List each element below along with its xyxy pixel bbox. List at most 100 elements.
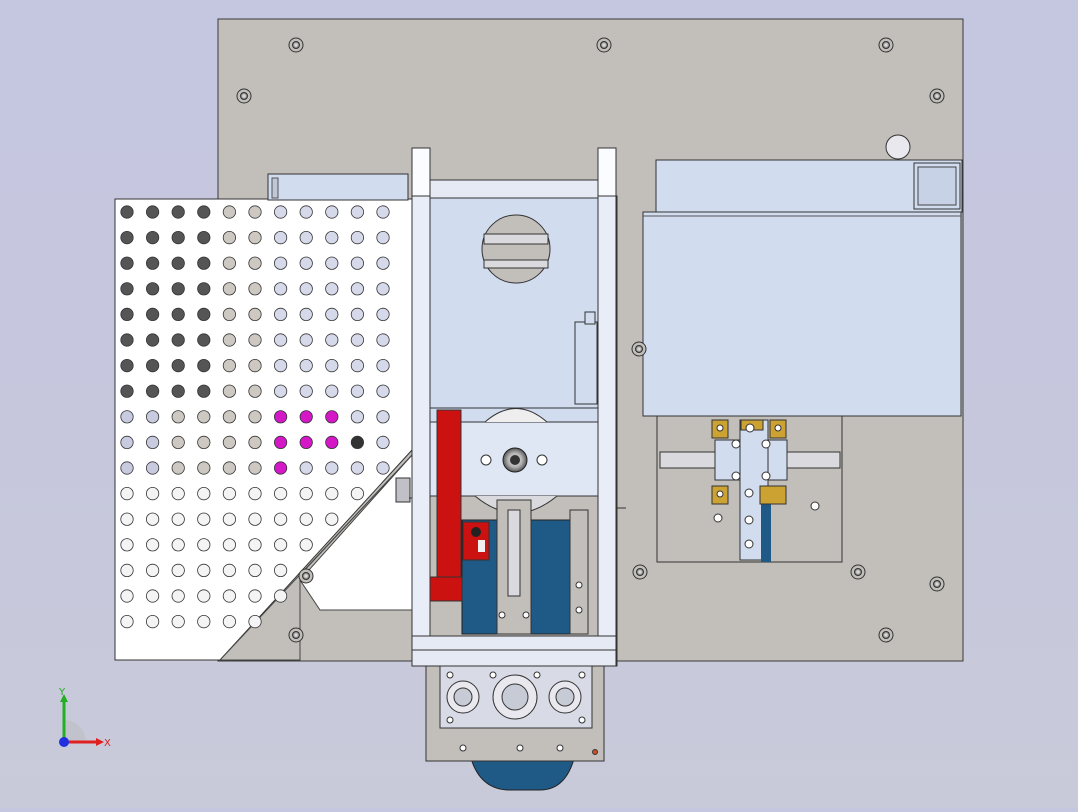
tray-hole (248, 231, 262, 245)
lower-mount-bracket[interactable] (425, 664, 605, 791)
tray-hole (171, 333, 185, 347)
tray-hole (376, 358, 390, 373)
tray-hole (350, 410, 364, 424)
tray-hole (248, 461, 262, 475)
mounting-screws (236, 37, 945, 643)
tray-hole (248, 410, 262, 424)
tray-hole (197, 333, 211, 347)
right-lower-mechanism[interactable] (656, 415, 843, 563)
tray-hole (273, 307, 288, 321)
tray-hole (273, 435, 288, 449)
tray-hole (325, 435, 339, 449)
tray-hole (299, 384, 313, 398)
tray-hole (222, 614, 236, 629)
screw-socket (854, 568, 862, 576)
screw-socket (933, 580, 941, 588)
tray-hole (222, 256, 236, 270)
tray-hole (299, 333, 313, 347)
tray-hole (146, 486, 160, 501)
tray-hole (273, 538, 288, 552)
tray-hole (248, 614, 262, 629)
tray-hole (350, 358, 364, 373)
screw-socket (636, 568, 644, 576)
tray-hole (248, 205, 262, 219)
tray-hole (197, 435, 211, 449)
tray-hole (299, 538, 313, 552)
tray-hole (325, 231, 339, 245)
tray-hole (299, 410, 313, 424)
tray-hole (197, 512, 211, 526)
tray-hole (146, 589, 160, 603)
tray-hole (171, 538, 185, 552)
tray-hole (222, 589, 236, 603)
tray-hole (376, 282, 390, 296)
tray-hole (273, 282, 288, 296)
perforated-tray[interactable] (114, 198, 413, 661)
tray-hole (325, 358, 339, 373)
tray-hole (350, 333, 364, 347)
tray-hole (120, 333, 134, 347)
tray-hole (222, 205, 236, 219)
tray-hole (248, 333, 262, 347)
screw-socket (292, 41, 300, 49)
tray-hole (325, 307, 339, 321)
tray-hole (222, 410, 236, 424)
tray-hole (325, 384, 339, 398)
tray-hole (146, 256, 160, 270)
tray-hole (197, 486, 211, 501)
sight-window (481, 214, 551, 284)
screw-socket (933, 92, 941, 100)
tray-hole (146, 435, 160, 449)
y-axis-label: Y (58, 687, 66, 698)
tray-hole (273, 461, 288, 475)
tray-hole (197, 307, 211, 321)
screw-socket (600, 41, 608, 49)
tray-hole (248, 384, 262, 398)
z-axis (59, 737, 69, 747)
tray-hole (299, 307, 313, 321)
tray-hole (376, 384, 390, 398)
screw-socket (292, 631, 300, 639)
tray-hole (171, 486, 185, 501)
tray-hole (197, 589, 211, 603)
tray-hole (171, 435, 185, 449)
top-rail[interactable] (267, 173, 409, 201)
tray-hole (197, 256, 211, 270)
tray-hole (120, 231, 134, 245)
tray-hole (222, 563, 236, 578)
tray-hole (171, 461, 185, 475)
right-enclosure[interactable] (642, 134, 963, 417)
tray-hole (273, 205, 288, 219)
tray-hole (350, 435, 364, 449)
tray-hole (273, 563, 288, 578)
tray-hole (146, 461, 160, 475)
tray-hole (273, 512, 288, 526)
tray-hole (376, 435, 390, 449)
tray-hole (197, 358, 211, 373)
tray-hole (222, 231, 236, 245)
tray-hole (197, 538, 211, 552)
red-actuator[interactable] (436, 409, 462, 601)
tray-hole (299, 205, 313, 219)
tray-hole (350, 486, 364, 501)
tray-hole (248, 589, 262, 603)
tray-hole (376, 307, 390, 321)
tray-hole (273, 589, 288, 603)
tray-hole (120, 384, 134, 398)
tray-hole (120, 282, 134, 296)
tray-hole (350, 231, 364, 245)
tray-hole (146, 358, 160, 373)
tray-hole (248, 486, 262, 501)
tray-hole (248, 538, 262, 552)
tray-hole (197, 563, 211, 578)
tray-hole (197, 384, 211, 398)
tray-hole (350, 205, 364, 219)
coordinate-triad: Y X (46, 686, 116, 756)
tray-hole (197, 614, 211, 629)
tray-hole (325, 461, 339, 475)
central-carriage[interactable] (395, 147, 618, 667)
tray-hole (120, 614, 134, 629)
tray-hole (325, 512, 339, 526)
